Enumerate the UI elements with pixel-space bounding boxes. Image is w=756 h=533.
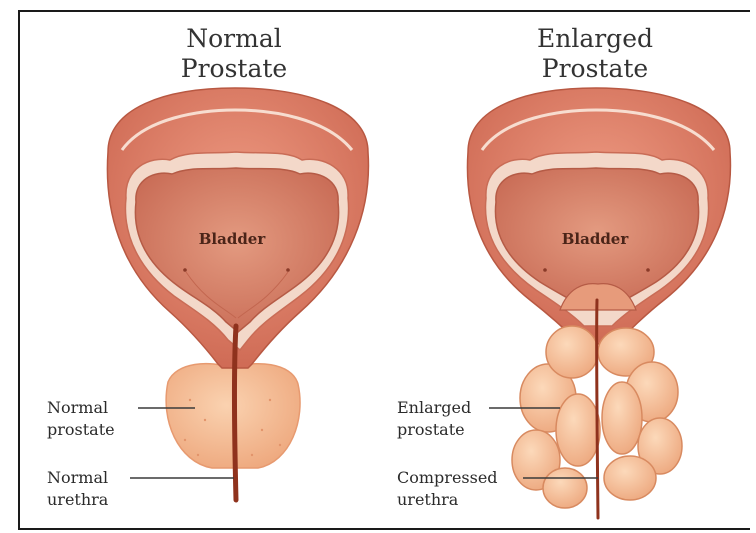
normal-prostate-title: Normal Prostate [144, 24, 324, 84]
normal-urethra [235, 326, 237, 500]
normal-urethra-callout: Normal urethra [47, 467, 108, 511]
normal-prostate-illustration [107, 88, 368, 500]
normal-bladder-label: Bladder [172, 230, 292, 248]
enlarged-bladder-label: Bladder [535, 230, 655, 248]
normal-prostate-callout: Normal prostate [47, 397, 115, 441]
compressed-urethra-callout: Compressed urethra [397, 467, 498, 511]
compressed-urethra [597, 300, 598, 518]
enlarged-prostate-callout: Enlarged prostate [397, 397, 471, 441]
enlarged-prostate-title: Enlarged Prostate [505, 24, 685, 84]
enlarged-prostate-illustration [467, 88, 730, 518]
